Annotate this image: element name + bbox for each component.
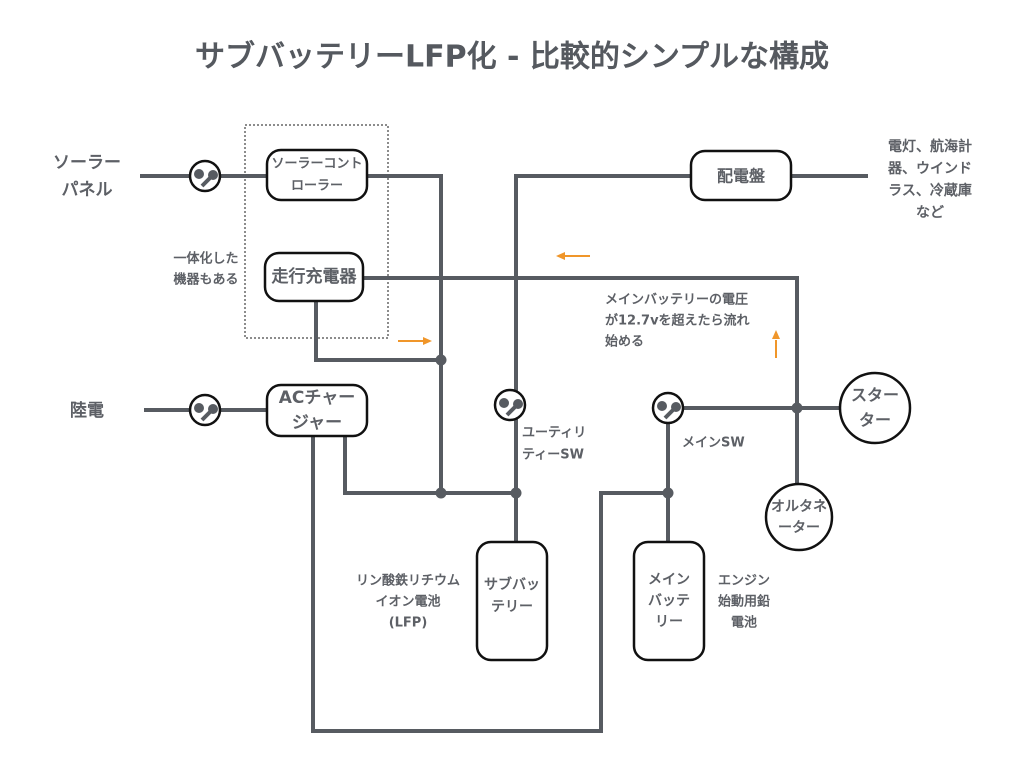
starter-label-2: ター [859,411,891,430]
flow-arrow-left-icon [556,252,590,260]
switch-ring [188,159,222,193]
sub-battery-label-2: テリー [491,599,533,615]
charger-condition-note-3: 始める [605,334,644,350]
solar-switch[interactable] [188,159,222,193]
running-charger-box [263,251,365,303]
flow-arrow-right-icon [398,337,432,345]
distribution-panel[interactable]: 配電盤 [689,149,793,202]
switch-contact [499,398,509,408]
loads-note-2: 器、ウインド [887,161,972,177]
integrated-note-2: 機器もある [173,272,238,288]
solar-panel-label-1: ソーラー [53,153,121,173]
solar-controller-label-2: ローラー [291,179,343,194]
ac-charger-label-2: ジャー [292,413,342,433]
charger-condition-note-1: メインバッテリーの電圧 [605,293,748,308]
distribution-panel-label: 配電盤 [717,167,766,186]
switch-lever-icon [200,407,215,422]
wire-running-charger-out [314,301,441,362]
main-battery-type-2: 始動用鉛 [718,594,770,610]
ac-charger-label-1: ACチャー [279,388,355,408]
wire-ac-charger-to-bus [343,436,516,495]
utility-switch-label-2: ティーSW [522,448,584,463]
loads-note-1: 電灯、航海計 [888,138,972,155]
wire-ac-charger-to-main [311,436,668,733]
diagram-title: サブバッテリーLFP化 - 比較的シンプルな構成 [195,40,829,75]
solar-controller-box [265,148,369,202]
shore-power-label: 陸電 [70,400,104,421]
main-battery-label-3: リー [655,614,683,630]
wire-utility-line [514,174,691,542]
alternator-circle [764,482,834,552]
main-battery-type-1: エンジン [718,574,770,589]
ac-charger[interactable]: ACチャー ジャー [265,383,369,438]
switch-lever-icon [663,405,678,420]
sub-battery-type-3: (LFP) [389,616,428,631]
sub-battery-type-2: イオン電池 [375,594,440,610]
junction-dot [791,402,803,414]
distribution-panel-box [689,149,793,202]
utility-switch-label-1: ユーティリ [522,426,586,441]
running-charger-label: 走行充電器 [272,266,358,287]
switch-ring [651,391,685,425]
integrated-note-1: 一体化した [173,251,238,267]
switch-ring [493,388,527,422]
solar-controller[interactable]: ソーラーコント ローラー [265,148,369,202]
switch-ring [188,393,222,427]
loads-note-3: ラス、冷蔵庫 [888,182,972,199]
main-switch[interactable] [651,391,685,425]
junctions [435,354,803,499]
sub-battery[interactable]: サブバッ テリー [475,540,549,662]
switch-contact [194,403,204,413]
alternator-label-1: オルタネ [771,499,827,515]
starter[interactable]: スター ター [838,371,912,445]
switch-lever-icon [505,402,520,417]
junction-dot [662,487,674,499]
loads-note-4: など [916,205,944,221]
shore-switch[interactable] [188,393,222,427]
solar-panel-label-2: パネル [62,180,113,200]
main-battery-type-3: 電池 [731,615,757,631]
main-battery-label-1: メイン [648,572,690,588]
main-switch-label: メインSW [682,436,745,451]
alternator[interactable]: オルタネ ーター [764,482,834,552]
sub-battery-label-1: サブバッ [484,576,540,593]
running-charger[interactable]: 走行充電器 [263,251,365,303]
main-battery[interactable]: メイン バッテ リー [632,540,706,662]
charger-condition-note-2: が12.7vを超えたら流れ [605,313,750,329]
integrated-devices-enclosure [244,124,389,339]
alternator-label-2: ーター [778,520,820,536]
wire-running-charger-to-alternator [363,276,799,485]
main-battery-box [632,540,706,662]
switch-contact [657,401,667,411]
ac-charger-box [265,383,369,438]
switch-contact [194,169,204,179]
junction-dot [435,487,447,499]
flow-arrow-up-icon [772,330,780,358]
sub-battery-box [475,540,549,662]
sub-battery-type-1: リン酸鉄リチウム [356,573,460,589]
switch-lever-icon [200,173,215,188]
utility-switch[interactable] [493,388,527,422]
main-battery-label-2: バッテ [648,593,690,609]
junction-dot [510,487,522,499]
starter-circle [838,371,912,445]
starter-label-1: スター [851,386,899,405]
junction-dot [435,354,447,366]
solar-controller-label-1: ソーラーコント [271,157,362,172]
wire-controller-to-bus [367,174,443,493]
